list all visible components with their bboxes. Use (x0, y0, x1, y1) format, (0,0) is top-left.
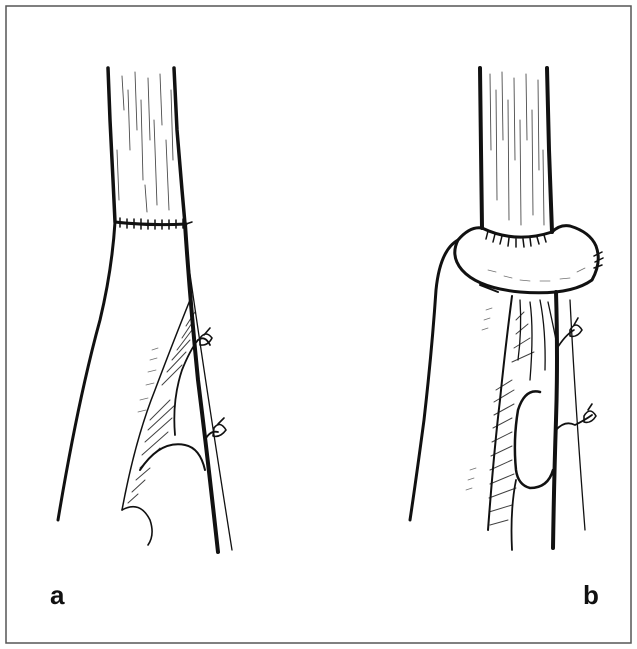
panel-a-mesentery (122, 300, 226, 545)
panel-label-b: b (583, 580, 599, 611)
panel-b-lower-body (410, 240, 585, 548)
panel-label-a: a (50, 580, 64, 611)
panel-a-upper-tube (108, 68, 192, 229)
panel-b-drawing (410, 68, 603, 550)
panel-b-upper-tube (480, 68, 552, 232)
panel-b-mesentery (466, 296, 596, 550)
panel-a-lower-body (58, 222, 232, 552)
panel-a-drawing (58, 68, 232, 552)
panel-b-cuff (455, 226, 603, 293)
